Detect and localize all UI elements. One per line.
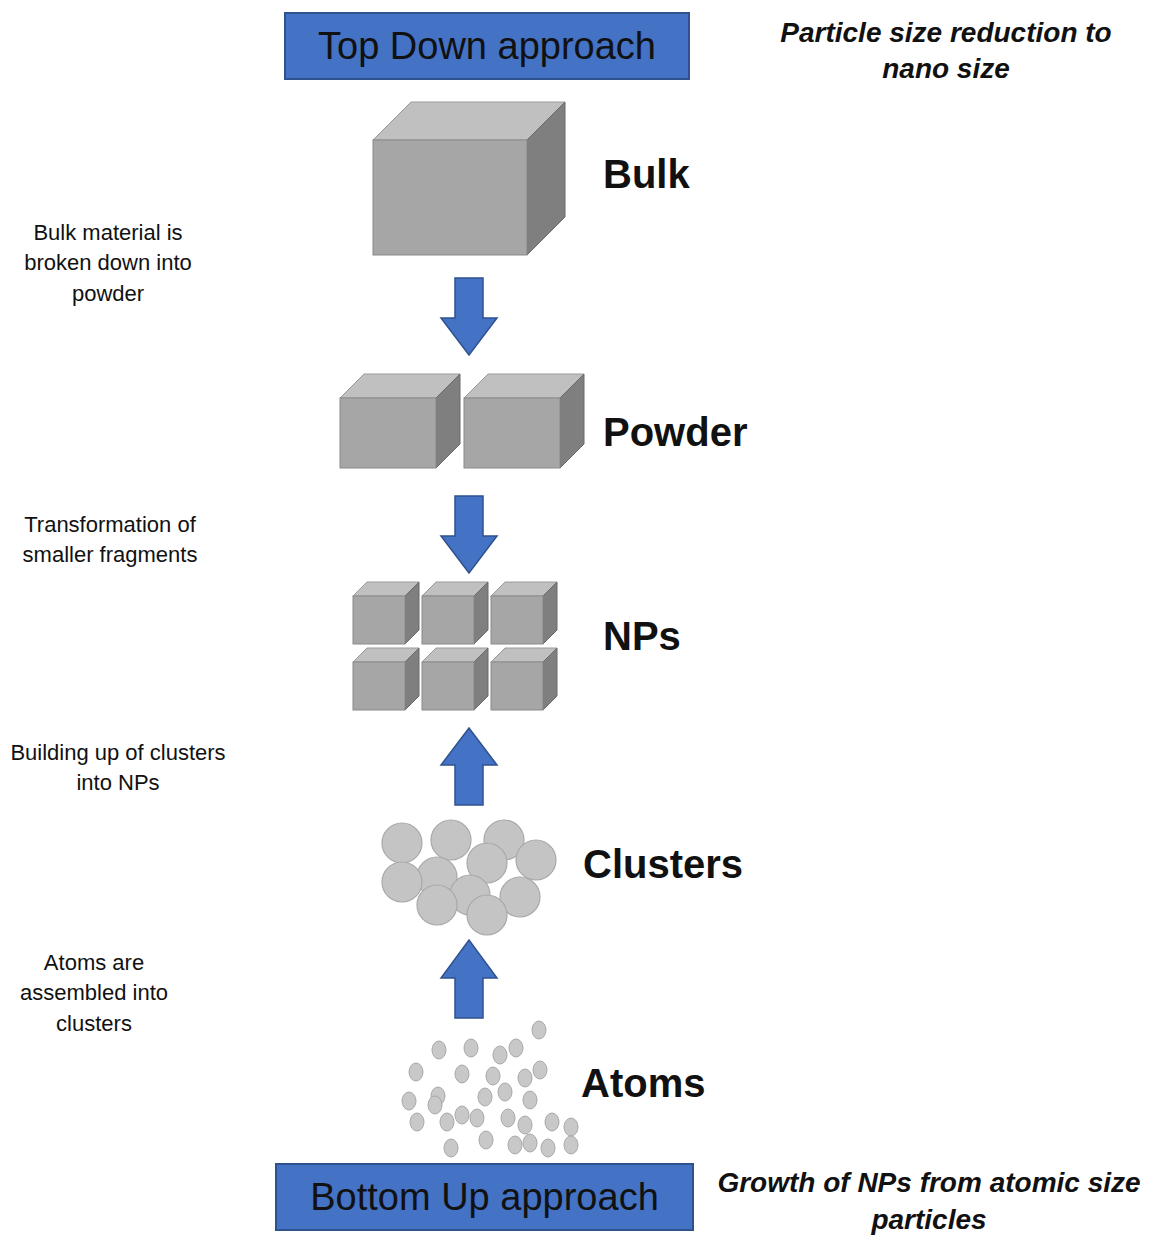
atom-dot bbox=[428, 1096, 442, 1114]
stage-label: Atoms bbox=[581, 1061, 705, 1106]
cube bbox=[373, 102, 565, 255]
cluster-sphere bbox=[417, 885, 457, 925]
atom-dot bbox=[410, 1113, 424, 1131]
atom-dot bbox=[533, 1061, 547, 1079]
atom-dot bbox=[455, 1065, 469, 1083]
step-note: Transformation of smaller fragments bbox=[5, 510, 215, 571]
step-note: Bulk material is broken down into powder bbox=[3, 218, 213, 309]
atom-dot bbox=[464, 1039, 478, 1057]
cluster-sphere bbox=[382, 862, 422, 902]
cube-illustrations bbox=[340, 102, 584, 710]
atom-dot bbox=[518, 1069, 532, 1087]
cube bbox=[491, 648, 557, 710]
atom-dot bbox=[541, 1139, 555, 1157]
atom-dot bbox=[486, 1067, 500, 1085]
stage-label: Clusters bbox=[583, 842, 743, 887]
atom-dot bbox=[478, 1088, 492, 1106]
cube bbox=[353, 648, 419, 710]
atom-dot bbox=[444, 1139, 458, 1157]
atom-dot bbox=[564, 1136, 578, 1154]
approach-box: Top Down approach bbox=[284, 12, 690, 80]
cluster-sphere bbox=[431, 820, 471, 860]
cube bbox=[422, 648, 488, 710]
atom-dot bbox=[432, 1041, 446, 1059]
atom-dot bbox=[440, 1113, 454, 1131]
down-arrow bbox=[441, 278, 497, 355]
stage-label: Powder bbox=[603, 410, 747, 455]
atom-dot bbox=[545, 1113, 559, 1131]
step-note: Atoms are assembled into clusters bbox=[0, 948, 188, 1039]
up-arrow bbox=[441, 940, 497, 1018]
atom-dot bbox=[532, 1021, 546, 1039]
atom-dot bbox=[564, 1118, 578, 1136]
atom-dot bbox=[523, 1091, 537, 1109]
stage-label: Bulk bbox=[603, 152, 690, 197]
cluster-sphere bbox=[516, 840, 556, 880]
atom-dot bbox=[493, 1046, 507, 1064]
cube bbox=[340, 374, 460, 468]
down-arrow bbox=[441, 496, 497, 573]
caption-note: Growth of NPs from atomic size particles bbox=[704, 1165, 1154, 1238]
atom-dots bbox=[402, 1021, 578, 1157]
atom-dot bbox=[409, 1063, 423, 1081]
cluster-sphere bbox=[467, 895, 507, 935]
up-arrow bbox=[441, 728, 497, 805]
cube bbox=[422, 582, 488, 644]
cube bbox=[464, 374, 584, 468]
step-note: Building up of clusters into NPs bbox=[8, 738, 228, 799]
cube bbox=[353, 582, 419, 644]
stage-label: NPs bbox=[603, 614, 681, 659]
atom-dot bbox=[501, 1109, 515, 1127]
approach-title: Top Down approach bbox=[318, 25, 656, 68]
atom-dot bbox=[455, 1106, 469, 1124]
caption-note: Particle size reduction to nano size bbox=[746, 15, 1146, 88]
approach-title: Bottom Up approach bbox=[310, 1176, 659, 1219]
atom-dot bbox=[518, 1116, 532, 1134]
atom-dot bbox=[479, 1131, 493, 1149]
atom-dot bbox=[402, 1092, 416, 1110]
atom-dot bbox=[470, 1109, 484, 1127]
cluster-spheres bbox=[382, 820, 556, 935]
approach-box: Bottom Up approach bbox=[275, 1163, 694, 1231]
atom-dot bbox=[509, 1039, 523, 1057]
atom-dot bbox=[498, 1083, 512, 1101]
cube bbox=[491, 582, 557, 644]
atom-dot bbox=[523, 1134, 537, 1152]
atom-dot bbox=[508, 1136, 522, 1154]
cluster-sphere bbox=[382, 823, 422, 863]
